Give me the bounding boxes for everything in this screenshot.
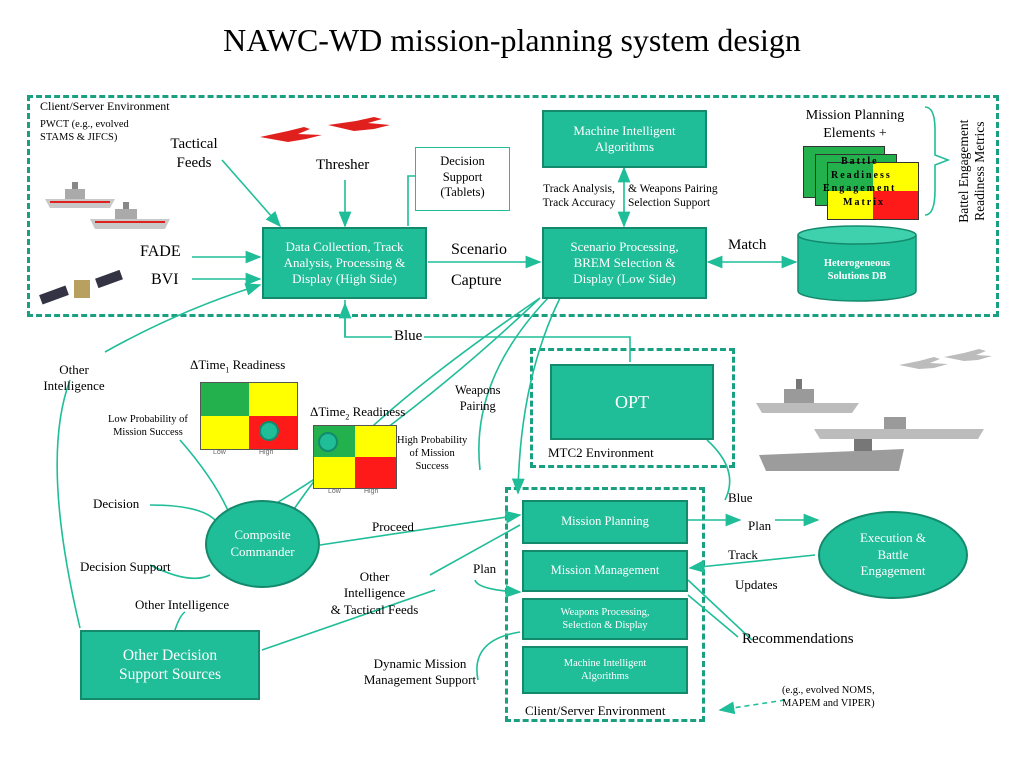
match-label: Match <box>728 237 767 253</box>
recommendations-label: Recommendations <box>742 631 854 647</box>
plan-right-label: Plan <box>748 518 772 533</box>
track-analysis-label: Track Analysis, Track Accuracy <box>542 183 616 210</box>
other-intelligence-tactical-label: Other Intelligence & Tactical Feeds <box>330 569 419 617</box>
bottom-client-server-environment <box>505 487 705 722</box>
time1-marker-icon <box>259 421 279 441</box>
time1-readiness-matrix: Low High <box>200 382 298 456</box>
low-probability-label: Low Probability of Mission Success <box>108 414 188 439</box>
decision-label: Decision <box>93 496 140 511</box>
other-intelligence-bottom-label: Other Intelligence <box>135 597 230 612</box>
db-cylinder-shape <box>797 225 917 302</box>
capture-label: Capture <box>451 272 502 289</box>
plan-left-label: Plan <box>473 561 497 576</box>
blue-label-bottom: Blue <box>728 490 753 505</box>
decision-support-label: Decision Support <box>80 559 171 574</box>
top-env-label: Client/Server Environment <box>40 99 170 113</box>
machine-intelligent-label: Machine Intelligent Algorithms <box>573 122 676 154</box>
mission-management-label: Mission Management <box>550 563 660 578</box>
scenario-processing-label: Scenario Processing, BREM Selection & Di… <box>570 238 679 287</box>
db-label: Heterogeneous Solutions DB <box>823 258 891 283</box>
time2-text: ΔTime <box>310 404 346 419</box>
time1-high-label: High <box>259 449 274 456</box>
opt-box[interactable]: OPT <box>550 364 714 440</box>
ships-image <box>45 182 170 229</box>
execution-battle-engagement-node[interactable]: Execution & Battle Engagement <box>818 511 968 599</box>
decision-support-tablets-label: Decision Support (Tablets) <box>415 147 510 211</box>
data-collection-box[interactable]: Data Collection, Track Analysis, Process… <box>262 227 427 299</box>
mission-planning-label: Mission Planning <box>561 514 649 529</box>
mtc2-environment-label: MTC2 Environment <box>548 445 654 460</box>
time2-marker-icon <box>318 432 338 452</box>
mtc2-environment-frame <box>530 348 735 468</box>
time1-sub: 1 <box>225 365 230 375</box>
other-decision-support-box[interactable]: Other Decision Support Sources <box>80 630 260 700</box>
tactical-feeds-label: Tactical Feeds <box>170 136 218 171</box>
bvi-label: BVI <box>151 271 179 288</box>
machine-intelligent-bottom-label: Machine Intelligent Algorithms <box>563 657 647 682</box>
machine-intelligent-bottom-box[interactable]: Machine Intelligent Algorithms <box>522 646 688 694</box>
data-collection-label: Data Collection, Track Analysis, Process… <box>283 238 406 287</box>
page-title: NAWC-WD mission-planning system design <box>223 22 801 58</box>
fleet-image <box>756 349 992 471</box>
satellite-image <box>39 270 123 305</box>
time2-high-label: High <box>364 488 379 495</box>
time1-low-label: Low <box>213 449 226 456</box>
high-probability-label: High Probability of Mission Success <box>397 435 468 473</box>
time1-text: ΔTime <box>190 357 226 372</box>
time2-sub: 2 <box>345 412 350 422</box>
blue-label-top: Blue <box>392 328 425 346</box>
execution-battle-label: Execution & Battle Engagement <box>859 529 927 579</box>
pwct-label: PWCT (e.g., evolved STAMS & JIFCS) <box>40 119 129 144</box>
weapons-processing-box[interactable]: Weapons Processing, Selection & Display <box>522 598 688 640</box>
matrix-text-engagement: Engagement <box>823 183 897 194</box>
weapons-pairing-label: Weapons Pairing <box>455 383 501 413</box>
scenario-label: Scenario <box>451 241 507 258</box>
mission-planning-elements-label: Mission Planning Elements + <box>805 108 905 141</box>
time1-readiness-label: ΔTime1 Readiness <box>190 357 286 375</box>
mission-management-box[interactable]: Mission Management <box>522 550 688 592</box>
opt-label: OPT <box>614 391 649 412</box>
composite-commander-label: Composite Commander <box>230 527 295 559</box>
mission-planning-box[interactable]: Mission Planning <box>522 500 688 544</box>
weapons-pairing-selection-label: & Weapons Pairing Selection Support <box>628 183 718 210</box>
heterogeneous-db[interactable]: Heterogeneous Solutions DB <box>797 225 917 303</box>
proceed-label: Proceed <box>372 519 414 534</box>
client-server-bottom-label: Client/Server Environment <box>525 703 666 718</box>
updates-label: Updates <box>735 577 778 592</box>
scenario-processing-box[interactable]: Scenario Processing, BREM Selection & Di… <box>542 227 707 299</box>
dynamic-mission-label: Dynamic Mission Management Support <box>363 656 477 688</box>
thresher-label: Thresher <box>316 157 370 173</box>
matrix-text-battle: Battle <box>841 156 879 167</box>
time2-readiness-matrix: Low High <box>313 425 397 495</box>
battel-engagement-metrics-label: Battel Engagement Readiness Metrics <box>955 119 987 223</box>
time2-rest: Readiness <box>349 404 406 419</box>
time1-rest: Readiness <box>229 357 286 372</box>
weapons-processing-label: Weapons Processing, Selection & Display <box>560 606 650 631</box>
matrix-text-matrix: Matrix <box>843 197 885 208</box>
machine-intelligent-algorithms-box[interactable]: Machine Intelligent Algorithms <box>542 110 707 168</box>
time2-low-label: Low <box>328 488 341 495</box>
composite-commander-node[interactable]: Composite Commander <box>205 500 320 588</box>
noms-label: (e.g., evolved NOMS, MAPEM and VIPER) <box>782 685 875 710</box>
track-label: Track <box>728 547 758 562</box>
time2-readiness-label: ΔTime2 Readiness <box>310 404 406 422</box>
thresher-jets-image <box>260 117 390 142</box>
other-decision-support-label: Other Decision Support Sources <box>118 646 222 683</box>
top-client-server-environment <box>27 95 999 317</box>
matrix-text-readiness: Readiness <box>831 170 892 181</box>
fade-label: FADE <box>140 243 181 260</box>
other-intelligence-label: Other Intelligence <box>43 362 105 394</box>
battle-readiness-matrix: Battle Readiness Engagement Matrix <box>803 146 921 222</box>
